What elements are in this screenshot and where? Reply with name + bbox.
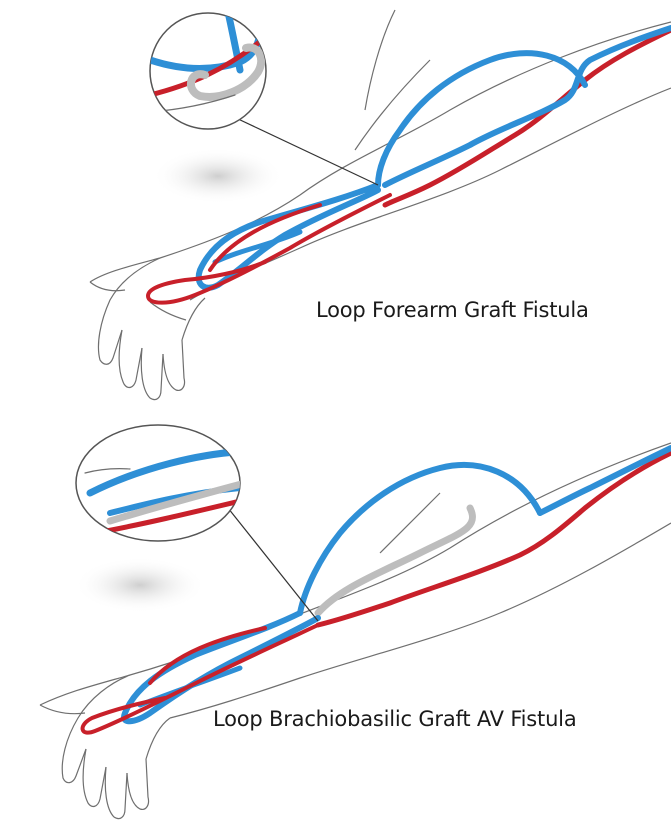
forearm-arm-illustration: [0, 0, 671, 413]
graft-loop: [318, 508, 473, 613]
vein-path: [378, 53, 585, 185]
loop-brachiobasilic-graft-panel: Loop Brachiobasilic Graft AV Fistula: [0, 413, 671, 827]
caption-loop-brachiobasilic: Loop Brachiobasilic Graft AV Fistula: [213, 707, 577, 731]
magnifier-inset: [76, 425, 250, 541]
callout-line: [228, 508, 318, 621]
brachiobasilic-arm-illustration: [0, 413, 671, 827]
shadow-blob: [152, 148, 284, 204]
loop-forearm-graft-panel: Loop Forearm Graft Fistula: [0, 0, 671, 413]
shadow-blob: [74, 557, 206, 613]
magnifier-inset: [150, 12, 266, 129]
vein-path: [540, 448, 671, 513]
caption-loop-forearm: Loop Forearm Graft Fistula: [316, 298, 589, 322]
artery-path: [318, 453, 671, 625]
